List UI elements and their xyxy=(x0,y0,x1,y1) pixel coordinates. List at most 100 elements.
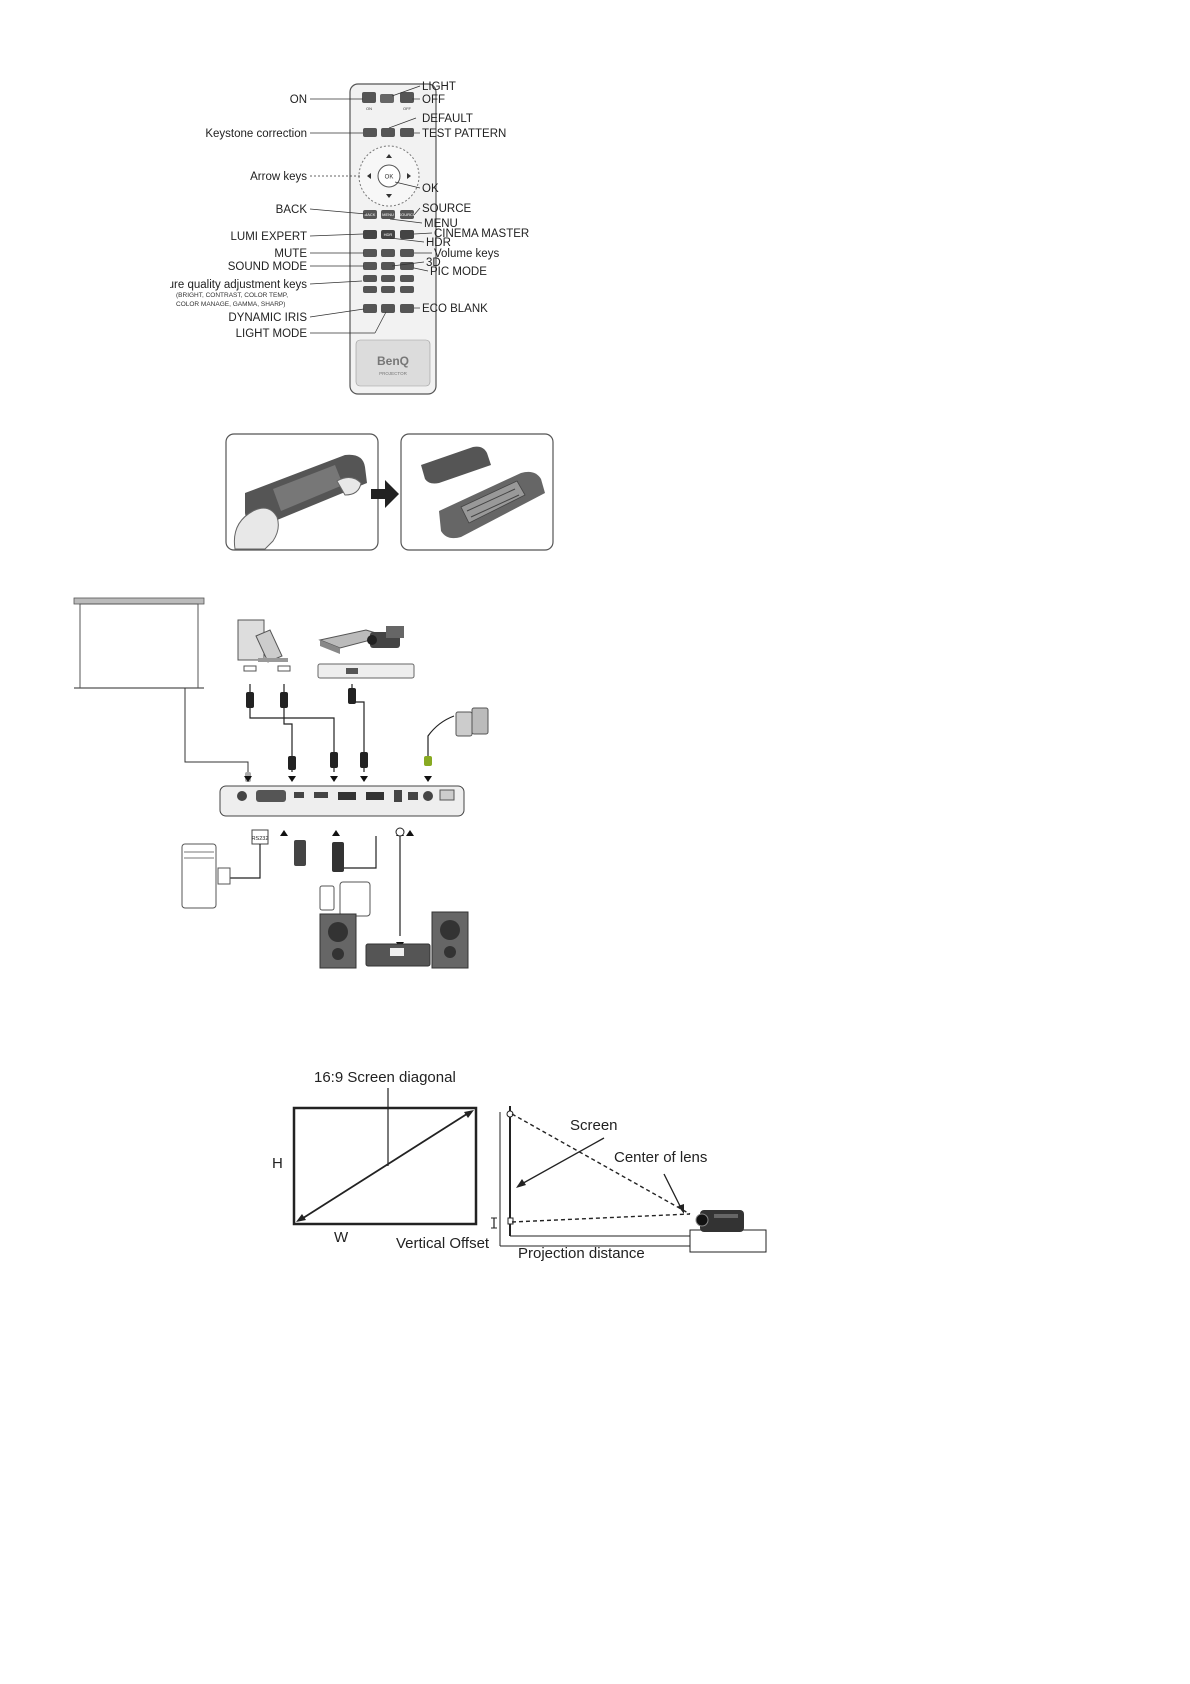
volume-down-button[interactable] xyxy=(381,249,395,257)
label-mute: MUTE xyxy=(274,248,307,260)
label-hdr: HDR xyxy=(426,237,451,249)
contrast-button[interactable] xyxy=(381,275,395,282)
tablet-image xyxy=(339,881,371,917)
projection-screen-image xyxy=(73,597,205,689)
brand-sub: PROJECTOR xyxy=(379,371,407,376)
label-picture-quality: Picture quality adjustment keys xyxy=(170,279,307,291)
right-leader-lines xyxy=(388,85,433,309)
label-picture-quality-sub2: COLOR MANAGE, GAMMA, SHARP) xyxy=(176,301,285,308)
cable-plugs xyxy=(245,688,432,782)
label-lumi-expert: LUMI EXPERT xyxy=(231,231,307,243)
label-light-mode: LIGHT MODE xyxy=(236,328,308,340)
on-button-text: ON xyxy=(366,106,372,111)
hdr-button-text: HDR xyxy=(384,232,393,237)
speakers-image xyxy=(455,707,489,737)
volume-up-button[interactable] xyxy=(400,249,414,257)
arrow-right-icon xyxy=(371,480,399,508)
label-projection-distance: Projection distance xyxy=(518,1245,645,1262)
label-off: OFF xyxy=(422,94,445,106)
computer-image xyxy=(237,619,288,663)
remote-control-diagram: BenQ PROJECTOR ON OFF OK BACK MENU SOURC… xyxy=(148,81,529,395)
connection-figure: RS232 xyxy=(70,596,550,996)
phone-image xyxy=(319,885,335,911)
label-h: H xyxy=(272,1155,283,1172)
mute-button[interactable] xyxy=(363,249,377,257)
label-center-of-lens: Center of lens xyxy=(614,1149,707,1166)
menu-button-text: MENU xyxy=(382,212,394,217)
gamma-button[interactable] xyxy=(381,286,395,293)
dynamic-iris-button[interactable] xyxy=(363,304,377,313)
arrow-up-icon[interactable] xyxy=(386,154,392,158)
battery-cover-figure xyxy=(225,433,555,553)
light-mode-button[interactable] xyxy=(381,304,395,313)
label-eco-blank: ECO BLANK xyxy=(422,303,488,315)
label-default: DEFAULT xyxy=(422,113,473,125)
default-button[interactable] xyxy=(381,128,395,137)
arrow-up-icons xyxy=(280,830,414,836)
speaker-left-image xyxy=(319,913,357,969)
label-keystone: Keystone correction xyxy=(205,128,307,140)
bright-button[interactable] xyxy=(363,275,377,282)
remote-in-hand-image xyxy=(233,454,367,550)
keystone-button[interactable] xyxy=(363,128,377,137)
remote-control-figure: BenQ PROJECTOR ON OFF OK BACK MENU SOURC… xyxy=(148,78,570,398)
sound-mode-button[interactable] xyxy=(363,262,377,270)
arrow-right-icon[interactable] xyxy=(407,173,411,179)
label-sound-mode: SOUND MODE xyxy=(228,261,308,273)
label-screen-diagonal: 16:9 Screen diagonal xyxy=(314,1069,456,1086)
label-pic-mode: PIC MODE xyxy=(430,266,487,278)
source-button-text: SOURCE xyxy=(398,212,415,217)
light-button[interactable] xyxy=(380,94,394,103)
3d-button[interactable] xyxy=(381,262,395,270)
rs232-label: RS232 xyxy=(252,836,269,842)
projection-dimensions-diagram: 16:9 Screen diagonal H W Vertical Offset… xyxy=(272,1069,767,1262)
sharp-button[interactable] xyxy=(400,286,414,293)
label-vertical-offset: Vertical Offset xyxy=(396,1235,490,1252)
color-temp-button[interactable] xyxy=(400,275,414,282)
connection-diagram: RS232 xyxy=(73,597,489,969)
label-menu: MENU xyxy=(424,218,458,230)
remote-open-image xyxy=(421,446,545,539)
test-pattern-button[interactable] xyxy=(400,128,414,137)
screen-diagonal-line xyxy=(299,1111,471,1221)
label-on: ON xyxy=(290,94,307,106)
speaker-right-image xyxy=(431,911,469,969)
audio-receiver-image xyxy=(365,943,431,967)
eco-blank-button[interactable] xyxy=(400,304,414,313)
off-button[interactable] xyxy=(400,92,414,103)
label-picture-quality-sub1: (BRIGHT, CONTRAST, COLOR TEMP, xyxy=(176,292,288,299)
label-cinema-master: CINEMA MASTER xyxy=(434,228,529,240)
on-button[interactable] xyxy=(362,92,376,103)
usb-stick-image xyxy=(294,840,306,866)
projector-image xyxy=(689,1210,767,1253)
label-dynamic-iris: DYNAMIC IRIS xyxy=(228,312,307,324)
arrow-left-icon[interactable] xyxy=(367,173,371,179)
hdmi-device-port-panel xyxy=(317,663,415,679)
hdr-button[interactable] xyxy=(381,230,395,239)
off-button-text: OFF xyxy=(403,106,412,111)
arrow-down-icon[interactable] xyxy=(386,194,392,198)
ok-button[interactable] xyxy=(377,164,401,188)
source-button[interactable] xyxy=(400,210,414,219)
label-source: SOURCE xyxy=(422,203,472,215)
menu-button[interactable] xyxy=(381,210,395,219)
brand-logo: BenQ xyxy=(377,354,409,368)
label-back: BACK xyxy=(276,204,308,216)
left-leader-lines xyxy=(309,98,387,334)
camcorder-image xyxy=(367,626,404,648)
color-manage-button[interactable] xyxy=(363,286,377,293)
projector-rear-panel xyxy=(219,785,465,817)
label-ok: OK xyxy=(422,183,439,195)
cinema-master-button[interactable] xyxy=(400,230,414,239)
label-arrow-keys: Arrow keys xyxy=(250,171,307,183)
label-screen: Screen xyxy=(570,1117,618,1134)
label-light: LIGHT xyxy=(422,81,456,93)
label-3d: 3D xyxy=(426,257,441,269)
back-button-text: BACK xyxy=(365,212,376,217)
lumi-expert-button[interactable] xyxy=(363,230,377,239)
projection-dimensions-figure: 16:9 Screen diagonal H W Vertical Offset… xyxy=(270,1062,770,1272)
back-button[interactable] xyxy=(363,210,377,219)
ok-button-text: OK xyxy=(385,175,394,181)
label-test-pattern: TEST PATTERN xyxy=(422,128,506,140)
screen-rectangle xyxy=(292,1106,478,1226)
